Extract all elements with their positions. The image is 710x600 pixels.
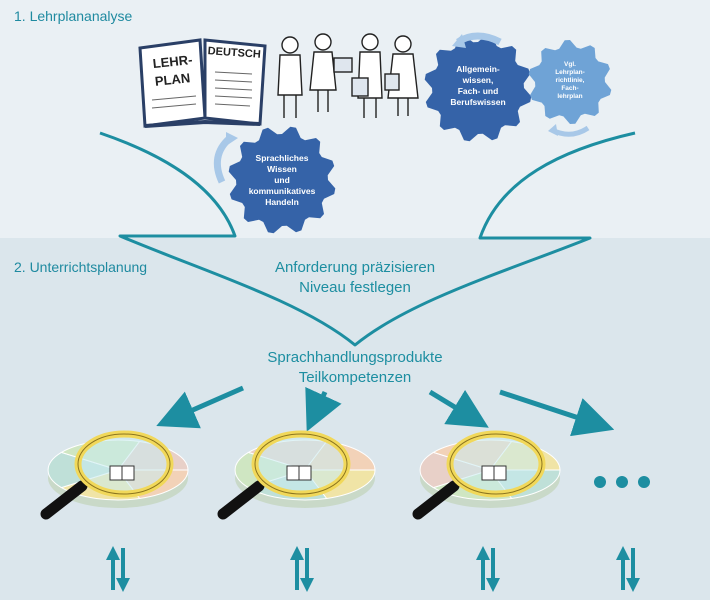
people-illustration: [277, 33, 419, 118]
analysis-band: [0, 0, 710, 238]
svg-text:LEHR-: LEHR-: [152, 52, 193, 71]
diverging-arrows: [156, 385, 615, 437]
competence-disk: [412, 430, 561, 520]
competence-disk: [40, 430, 189, 520]
funnel-outline: [99, 131, 636, 347]
svg-text:DEUTSCH: DEUTSCH: [207, 45, 261, 61]
up-down-arrow: [106, 546, 130, 592]
caption-anforderung: Anforderung präzisieren: [274, 259, 436, 276]
up-down-arrow: [290, 546, 314, 592]
caption-niveau: Niveau festlegen: [299, 279, 411, 296]
section-title-unterrichtsplanung: 2. Unterrichtsplanung: [14, 259, 148, 275]
competence-disk: [217, 430, 376, 520]
gear-lehrplan-vergleich: Vgl.Lehrplan-richtlinie,Fach-lehrplan: [528, 40, 612, 124]
caption-sprachhandlungsprodukte: Sprachhandlungsprodukte: [267, 349, 443, 366]
svg-text:PLAN: PLAN: [154, 70, 191, 89]
bidirectional-arrows: [106, 546, 640, 592]
up-down-arrow: [476, 546, 500, 592]
section-title-lehrplananalyse: 1. Lehrplananalyse: [14, 8, 133, 24]
cycle-arrow-top: [456, 32, 502, 46]
lehrplan-book: LEHR- PLAN DEUTSCH: [138, 38, 267, 128]
up-down-arrow: [616, 546, 640, 592]
competence-disks: [40, 430, 561, 520]
caption-teilkompetenzen: Teilkompetenzen: [298, 369, 412, 386]
svg-text:Vgl.Lehrplan-richtlinie,Fach-l: Vgl.Lehrplan-richtlinie,Fach-lehrplan: [555, 61, 585, 100]
more-indicator: [594, 476, 650, 488]
